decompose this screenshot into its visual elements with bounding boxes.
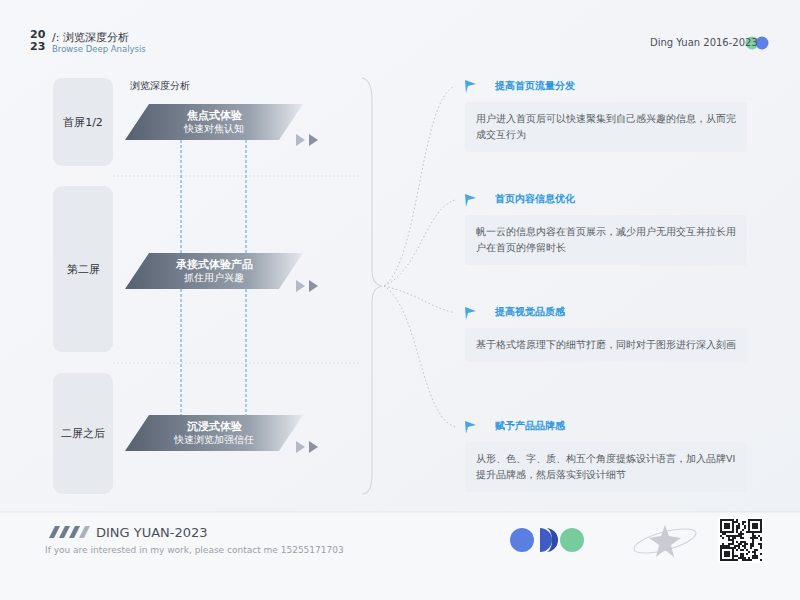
panel-label: 首屏1/2 [63,115,103,130]
contact-note: If you are interested in my work, please… [45,545,344,555]
node-subtext: 快速对焦认知 [184,122,244,136]
node-heading: 沉浸式体验 [187,419,242,433]
card-heading: 提高首页流量分发 [495,79,747,93]
card-heading: 赋予产品品牌感 [495,419,747,433]
card-body: 帆一云的信息内容在首页展示，减少用户无用交互并拉长用户在首页的停留时长 [476,224,736,256]
star-icon [649,525,681,557]
panel-label: 二屏之后 [61,426,105,441]
footer-band [0,512,800,600]
card-body: 用户进入首页后可以快速聚集到自己感兴趣的信息，从而完成交互行为 [476,111,736,143]
subtitle: Browse Deep Analysis [52,44,146,54]
node-subtext: 抓住用户兴趣 [184,271,244,285]
section-label: 浏览深度分析 [130,79,190,93]
card-body: 基于格式塔原理下的细节打磨，同时对于图形进行深入刻画 [476,337,736,353]
node-heading: 承接式体验产品 [176,257,253,271]
bracket [362,78,382,494]
experience-parallelogram: 沉浸式体验快速浏览加强信任 [125,415,303,451]
goal-card: 首页内容信息优化帆一云的信息内容在首页展示，减少用户无用交互并拉长用户在首页的停… [465,192,747,265]
footer-rule [0,512,800,513]
divider [113,363,360,364]
dashed-guide [181,289,246,415]
screen-panel: 第二屏 [53,186,113,352]
card-box: 基于格式塔原理下的细节打磨，同时对于图形进行深入刻画 [465,328,747,362]
screen-panel: 首屏1/2 [53,78,113,166]
card-box: 用户进入首页后可以快速聚集到自己感兴趣的信息，从而完成交互行为 [465,102,747,152]
brand-circle [540,528,552,552]
divider [113,176,360,177]
node-subtext: 快速浏览加强信任 [174,433,254,447]
page-title: /: 浏览深度分析 [52,30,129,45]
experience-parallelogram: 焦点式体验快速对焦认知 [125,104,303,140]
goal-card: 提高视觉品质感基于格式塔原理下的细节打磨，同时对于图形进行深入刻画 [465,305,747,362]
card-box: 从形、色、字、质、构五个角度提炼设计语言，加入品牌VI提升品牌感，然后落实到设计… [465,442,747,492]
leader-line [384,86,455,427]
experience-parallelogram: 承接式体验产品抓住用户兴趣 [125,253,303,289]
brand-circle [560,528,584,552]
panel-label: 第二屏 [67,262,100,277]
footer-name: DING YUAN-2023 [96,525,208,540]
card-box: 帆一云的信息内容在首页展示，减少用户无用交互并拉长用户在首页的停留时长 [465,215,747,265]
double-arrow [296,134,318,453]
brand-circle [546,528,558,552]
screen-panel: 二屏之后 [53,373,113,494]
card-heading: 首页内容信息优化 [495,192,747,206]
qr-code [718,517,764,563]
brand-circle [510,528,534,552]
node-heading: 焦点式体验 [187,108,242,122]
author-tag: Ding Yuan 2016-2023 [650,37,758,48]
card-heading: 提高视觉品质感 [495,305,747,319]
goal-card: 提高首页流量分发用户进入首页后可以快速聚集到自己感兴趣的信息，从而完成交互行为 [465,79,747,152]
dashed-guide [181,140,246,253]
orbit [632,524,698,558]
goal-card: 赋予产品品牌感从形、色、字、质、构五个角度提炼设计语言，加入品牌VI提升品牌感，… [465,419,747,492]
year-mark: 20 [30,28,45,41]
stripe-mark [49,526,90,538]
card-body: 从形、色、字、质、构五个角度提炼设计语言，加入品牌VI提升品牌感，然后落实到设计… [476,451,736,483]
year-mark: 23 [30,40,45,53]
